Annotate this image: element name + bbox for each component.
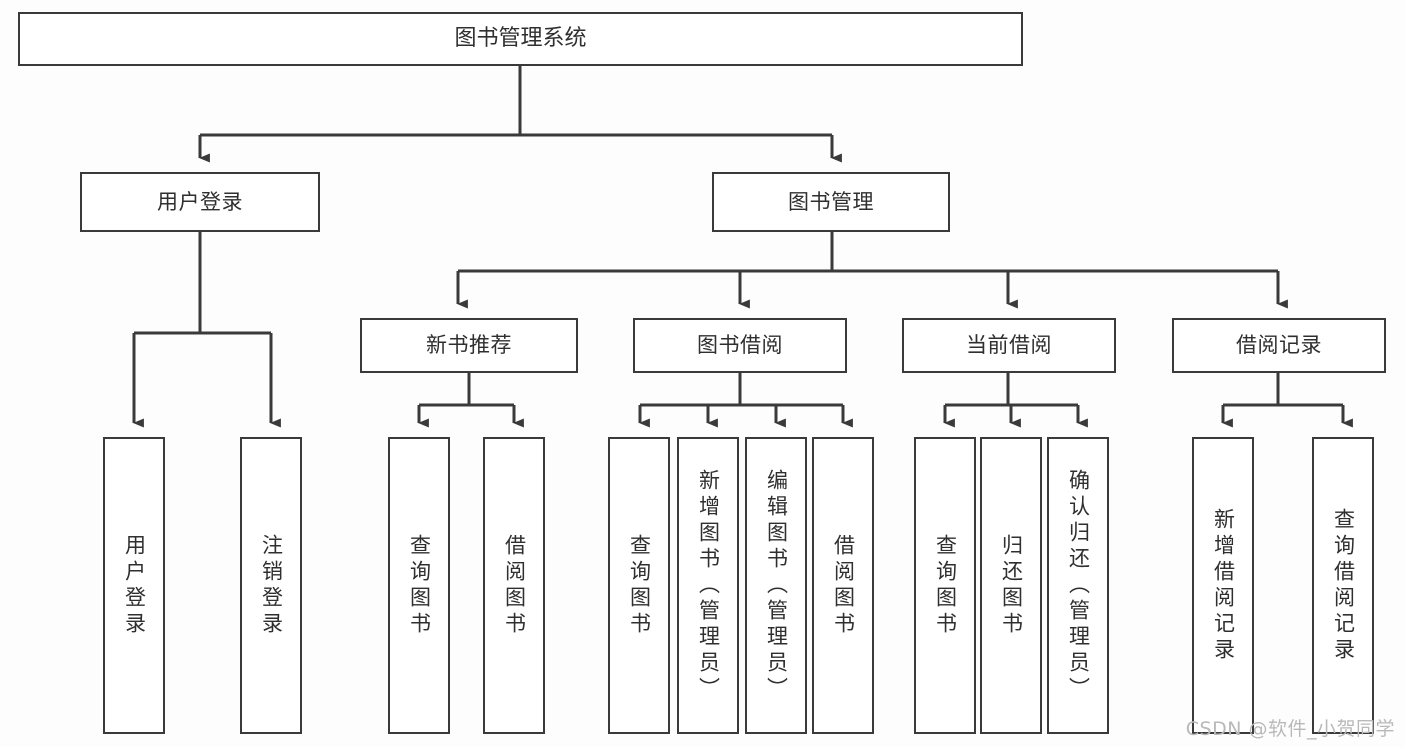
node-user-login[interactable]: 用户登录 [80,172,320,232]
node-root-system[interactable]: 图书管理系统 [18,12,1023,66]
node-new-book-recommend[interactable]: 新书推荐 [360,318,578,373]
node-leaf-add-book-admin[interactable]: 新增图书（管理员） [677,437,739,734]
node-label: 借阅图书 [831,533,856,638]
node-label: 查询图书 [933,533,958,638]
node-label: 图书借阅 [697,333,783,358]
node-leaf-query-borrow-record[interactable]: 查询借阅记录 [1312,437,1374,734]
node-label: 查询图书 [407,533,432,638]
node-label: 新增借阅记录 [1211,507,1236,664]
node-leaf-query-book-recommend[interactable]: 查询图书 [388,437,450,734]
node-leaf-query-book-current[interactable]: 查询图书 [914,437,976,734]
node-current-borrow[interactable]: 当前借阅 [902,318,1116,373]
node-leaf-confirm-return-admin[interactable]: 确认归还（管理员） [1047,437,1109,734]
node-label: 新书推荐 [426,333,512,358]
node-label: 注销登录 [259,533,284,638]
node-leaf-logout[interactable]: 注销登录 [240,437,302,734]
node-leaf-query-book-borrow[interactable]: 查询图书 [608,437,670,734]
node-label: 新增图书（管理员） [696,468,721,703]
node-label: 图书管理系统 [454,26,587,52]
node-label: 编辑图书（管理员） [764,468,789,703]
node-borrow-records[interactable]: 借阅记录 [1172,318,1386,373]
node-label: 借阅图书 [502,533,527,638]
node-label: 用户登录 [122,533,147,638]
node-label: 确认归还（管理员） [1066,468,1091,703]
node-book-borrow[interactable]: 图书借阅 [633,318,847,373]
node-leaf-add-borrow-record[interactable]: 新增借阅记录 [1192,437,1254,734]
node-label: 用户登录 [157,189,243,214]
node-label: 当前借阅 [966,333,1052,358]
node-leaf-user-login[interactable]: 用户登录 [103,437,165,734]
node-leaf-edit-book-admin[interactable]: 编辑图书（管理员） [745,437,807,734]
node-book-management[interactable]: 图书管理 [712,172,950,232]
node-leaf-borrow-book-recommend[interactable]: 借阅图书 [483,437,545,734]
node-label: 查询借阅记录 [1331,507,1356,664]
node-label: 查询图书 [627,533,652,638]
node-leaf-borrow-book[interactable]: 借阅图书 [812,437,874,734]
node-label: 图书管理 [788,189,874,214]
csdn-watermark: CSDN @软件_小贺同学 [1185,718,1395,740]
node-label: 归还图书 [999,533,1024,638]
node-leaf-return-book[interactable]: 归还图书 [980,437,1042,734]
node-label: 借阅记录 [1236,333,1322,358]
